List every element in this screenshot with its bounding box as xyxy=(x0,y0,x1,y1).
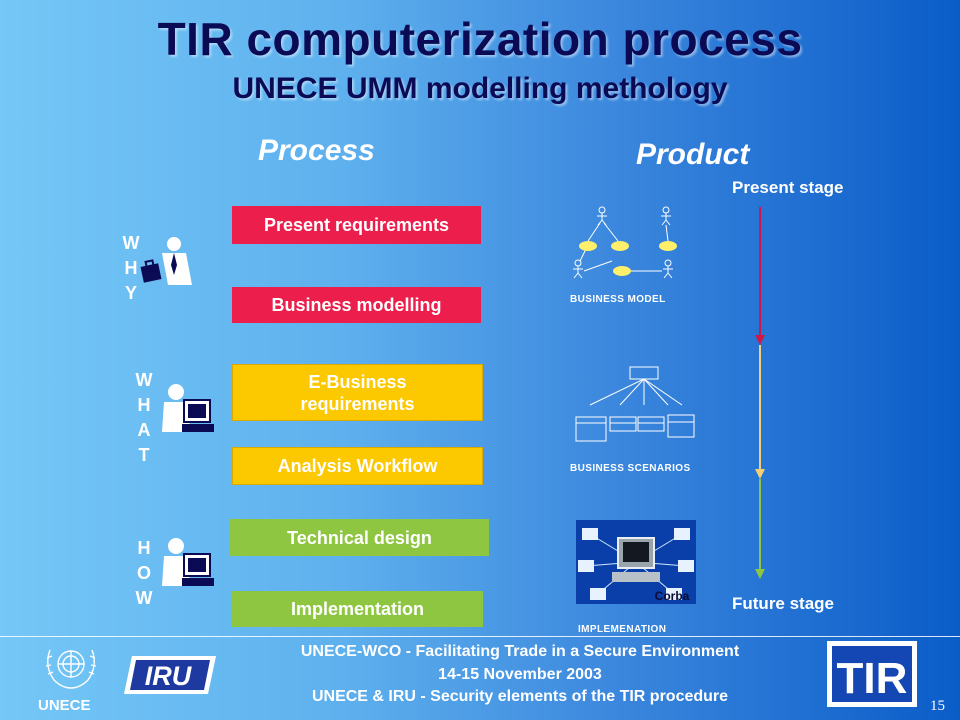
box-implementation: Implementation xyxy=(232,591,483,627)
business-scenarios-caption: BUSINESS SCENARIOS xyxy=(570,463,691,474)
letter: O xyxy=(136,563,151,583)
what-letters: W H A T xyxy=(133,368,155,468)
letter: W xyxy=(135,370,153,390)
footer-line-2: 14-15 November 2003 xyxy=(438,666,602,683)
process-heading: Process xyxy=(258,134,375,167)
future-stage-label: Future stage xyxy=(732,594,835,613)
businessman-icon xyxy=(140,237,192,285)
business-model-caption: BUSINESS MODEL xyxy=(570,294,666,305)
footer-line-3: UNECE & IRU - Security elements of the T… xyxy=(311,688,729,705)
tir-logo-text: TIR xyxy=(837,654,908,703)
unece-label: UNECE xyxy=(38,697,91,714)
iru-logo: IRU xyxy=(124,656,216,694)
business-scenarios-diagram xyxy=(575,366,695,442)
implementation-caption: IMPLEMENATION xyxy=(578,624,667,635)
letter: H xyxy=(137,395,151,415)
box-business-modelling: Business modelling xyxy=(232,287,481,323)
letter: Y xyxy=(124,283,137,303)
page-number: 15 xyxy=(930,698,945,714)
letter: H xyxy=(137,538,151,558)
box-analysis-workflow: Analysis Workflow xyxy=(232,447,483,485)
iru-logo-text: IRU xyxy=(145,661,193,691)
letter: T xyxy=(138,445,150,465)
how-letters: H O W xyxy=(133,536,155,611)
implementation-network-image: Corba xyxy=(576,520,696,604)
letter: W xyxy=(122,233,140,253)
page-subtitle: UNECE UMM modelling methology xyxy=(232,72,728,105)
timeline-arrow xyxy=(755,207,765,579)
tir-logo: TIR xyxy=(827,641,917,707)
letter: A xyxy=(137,420,151,440)
corba-label: Corba xyxy=(655,589,690,603)
product-heading: Product xyxy=(636,138,750,171)
business-model-diagram xyxy=(573,206,677,279)
letter: W xyxy=(135,588,153,608)
box-technical-design: Technical design xyxy=(230,519,489,556)
un-emblem-logo xyxy=(45,649,97,689)
why-letters: W H Y xyxy=(120,231,142,306)
page-title: TIR computerization process xyxy=(157,13,803,65)
footer-divider xyxy=(0,636,960,637)
computer-user-icon-2 xyxy=(162,538,214,586)
box-present-requirements: Present requirements xyxy=(232,206,481,244)
computer-user-icon xyxy=(162,384,214,432)
present-stage-label: Present stage xyxy=(732,178,844,197)
box-ebusiness-requirements: E-Business requirements xyxy=(232,364,483,421)
letter: H xyxy=(124,258,138,278)
footer-line-1: UNECE-WCO - Facilitating Trade in a Secu… xyxy=(300,643,740,660)
box-ebusiness-label: E-Business requirements xyxy=(300,371,415,414)
